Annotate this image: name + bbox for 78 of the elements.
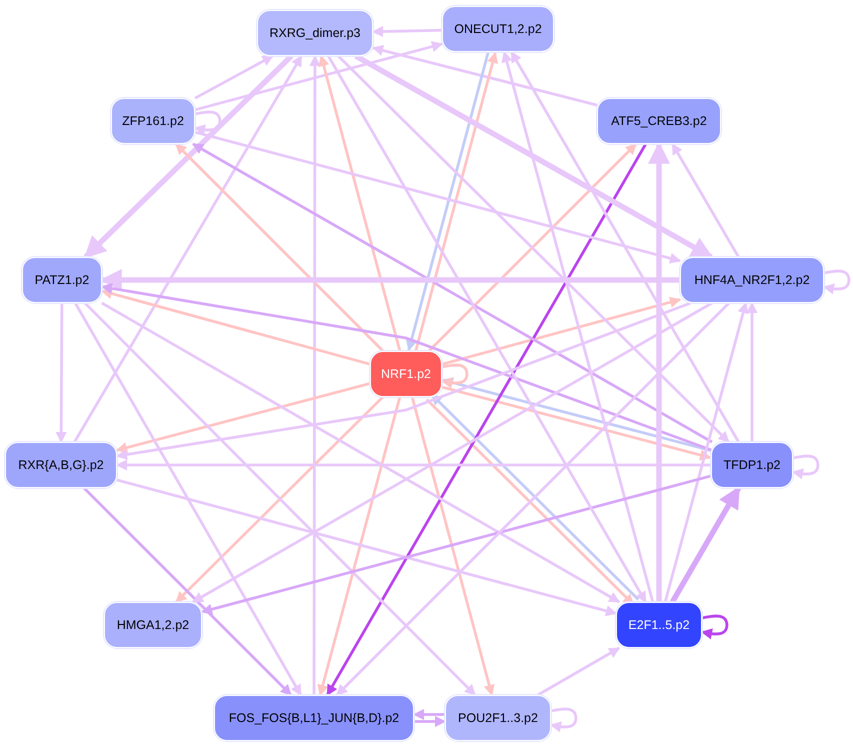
node-box [22, 257, 102, 303]
arrow [510, 51, 740, 443]
self-loop-arrow [700, 614, 728, 640]
arrow [84, 302, 476, 696]
arrow [406, 50, 490, 352]
node-label: FOS_FOS{B,L1}_JUN{B,D}.p2 [228, 711, 400, 725]
arrow [412, 708, 445, 720]
arrow [175, 143, 384, 352]
arrow [327, 55, 647, 603]
self-loop-arrow [440, 364, 468, 388]
node-box [616, 602, 702, 648]
node-label: TFDP1.p2 [724, 458, 780, 472]
arrow [192, 302, 713, 604]
arrow [664, 302, 749, 602]
arrow [100, 282, 712, 452]
arrow [414, 716, 446, 728]
arrow [83, 487, 292, 696]
node-box [445, 695, 551, 741]
arrow [442, 377, 712, 452]
node-label: RXR{A,B,G}.p2 [18, 458, 104, 472]
arrow [336, 302, 730, 696]
self-loop-arrow [550, 708, 578, 732]
arrow [671, 143, 740, 258]
node-label: PATZ1.p2 [34, 273, 90, 287]
arrow [100, 288, 370, 366]
arrow [501, 50, 654, 602]
node-box [104, 602, 202, 648]
node-label: NRF1.p2 [380, 367, 432, 381]
arrow [309, 54, 321, 695]
arrow [326, 143, 647, 696]
arrow [116, 478, 618, 616]
arrow [116, 302, 692, 460]
node-label: ATF5_CREB3.p2 [611, 114, 707, 128]
self-loop-arrow [792, 454, 820, 480]
node-label: POU2F1..3.p2 [458, 711, 538, 725]
arrow [428, 143, 637, 352]
arrow [670, 486, 741, 604]
arrow [372, 26, 442, 38]
arrow [414, 52, 498, 352]
node-label: HMGA1,2.p2 [116, 618, 190, 632]
arrow [440, 386, 712, 460]
node-label: ONECUT1,2.p2 [454, 22, 542, 36]
arrow [101, 302, 620, 604]
node-box [257, 10, 373, 56]
self-loop-arrow [822, 270, 850, 294]
node-box [597, 98, 721, 144]
node-box [711, 442, 793, 488]
arrow [116, 382, 370, 454]
arrow [194, 41, 444, 112]
arrow [200, 474, 712, 615]
node-box [680, 257, 824, 303]
arrow [56, 303, 67, 444]
node-label: HNF4A_NR2F1,2.p2 [694, 273, 810, 287]
node-label: E2F1..5.p2 [628, 618, 690, 632]
arrow [442, 296, 682, 366]
node-box [214, 695, 414, 741]
arrow [74, 302, 302, 696]
node-label: RXRG_dimer.p3 [269, 26, 360, 40]
arrow [337, 55, 730, 443]
node-box [5, 442, 117, 488]
arrow [194, 130, 682, 264]
node-label: ZFP161.p2 [122, 114, 184, 128]
arrow [317, 396, 402, 696]
node-box [442, 6, 554, 52]
arrow [318, 54, 402, 352]
arrow [746, 302, 758, 442]
arrow [192, 142, 713, 444]
arrow [73, 55, 303, 443]
arrow [410, 396, 495, 696]
arrow [372, 44, 598, 106]
arrow [84, 54, 294, 259]
arrow [194, 54, 274, 100]
arrow [537, 646, 620, 696]
node-box [370, 351, 442, 397]
arrow [175, 396, 384, 603]
self-loop-arrow [194, 110, 222, 136]
arrow [116, 459, 711, 471]
node-box [111, 98, 195, 144]
